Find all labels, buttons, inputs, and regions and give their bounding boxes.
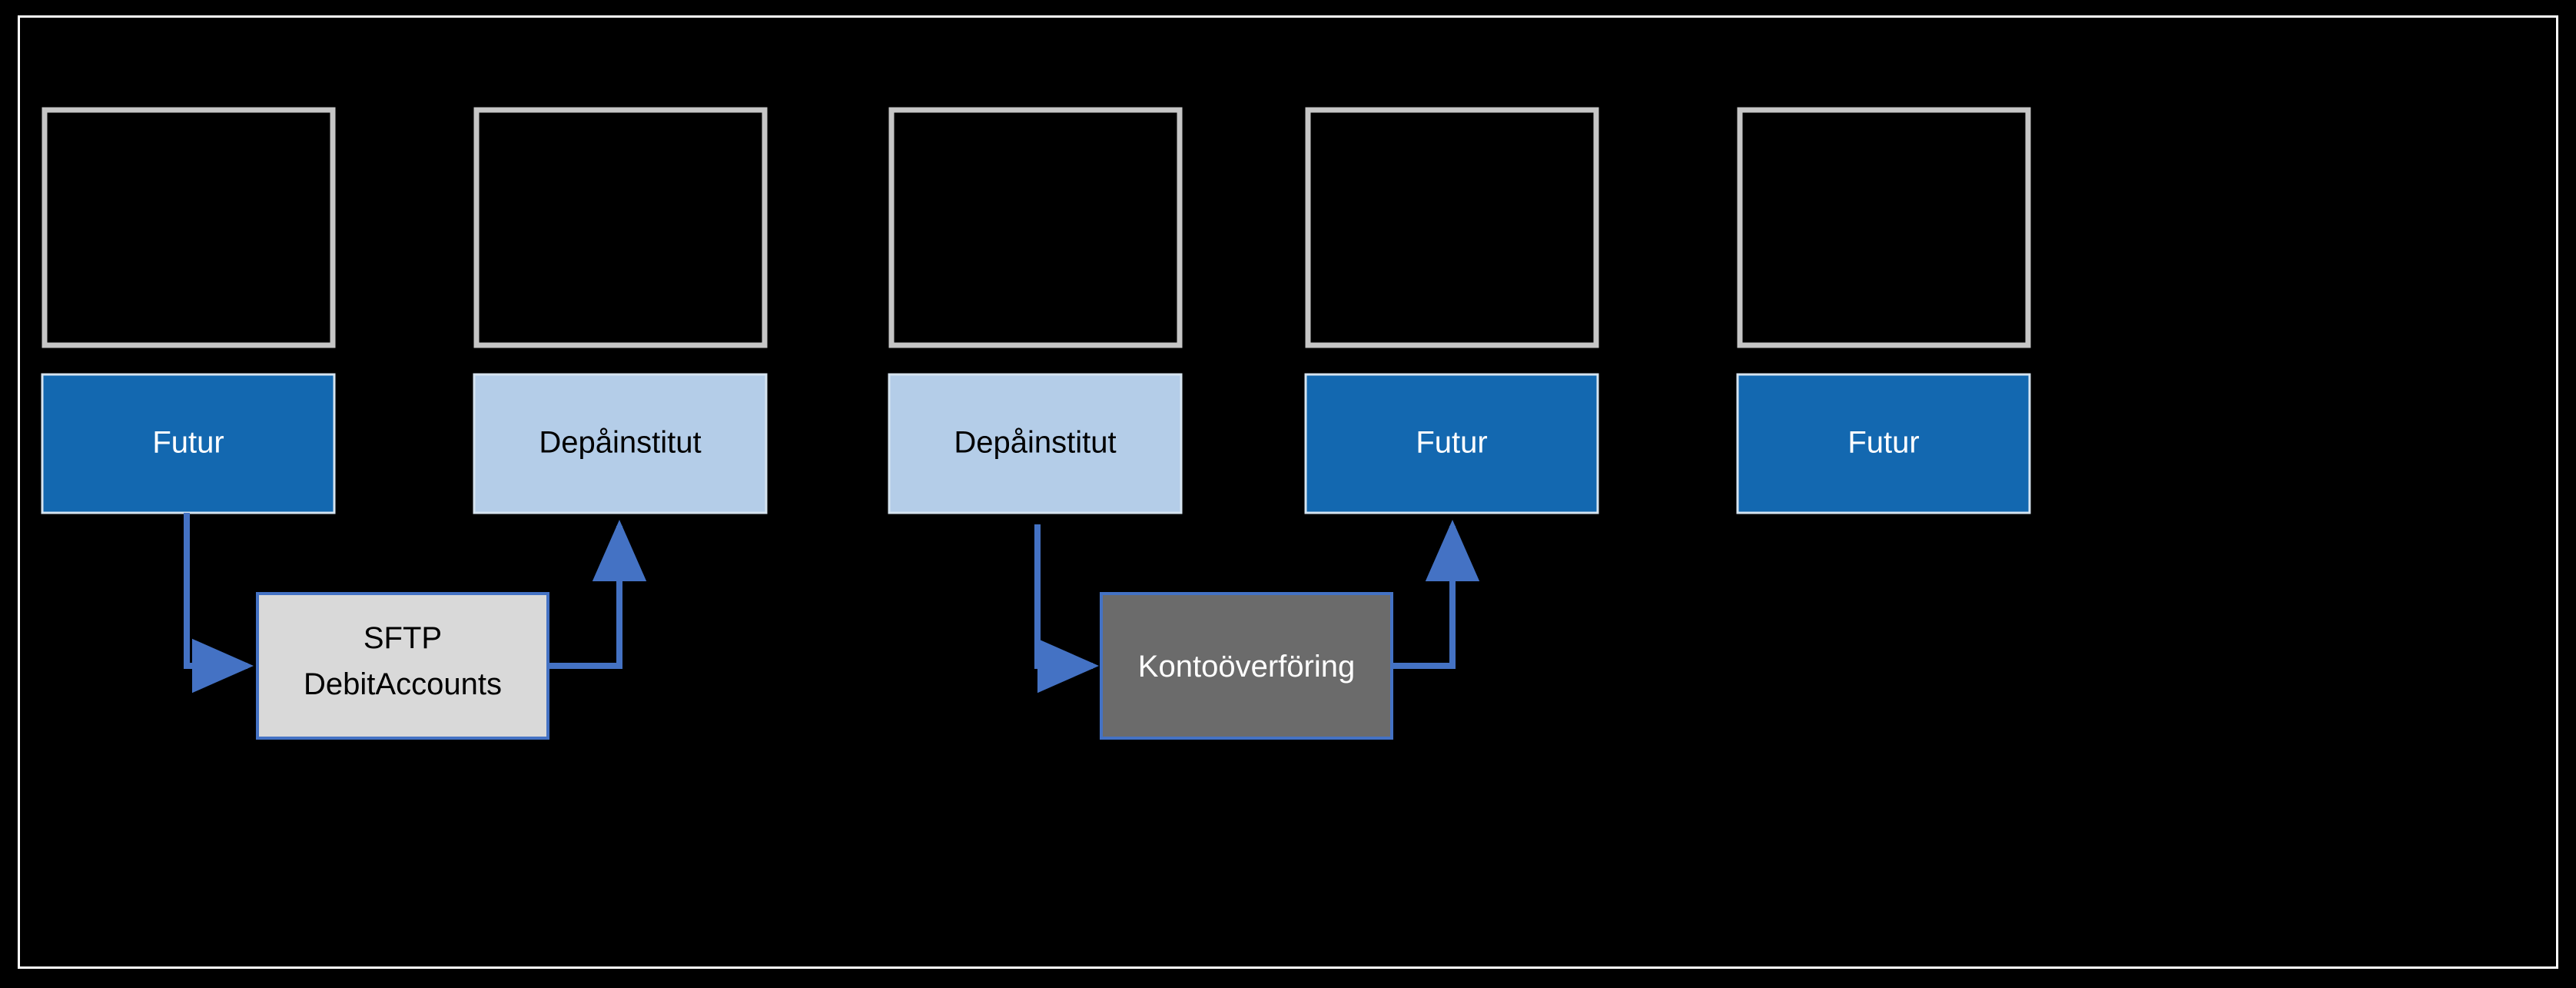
process-row: SFTP DebitAccounts Kontoöverföring: [256, 592, 1393, 740]
actor-futur-3-label: Futur: [1847, 426, 1919, 460]
connector-futur1-to-sftp: [184, 513, 254, 694]
connector-layer: [184, 513, 1480, 694]
actor-futur-2-label: Futur: [1416, 426, 1487, 460]
process-sftp-line-1: SFTP: [363, 621, 442, 655]
process-kontooverforing[interactable]: Kontoöverföring: [1100, 592, 1393, 740]
actor-futur-1-label: Futur: [152, 426, 224, 460]
empty-box-1[interactable]: [41, 107, 336, 348]
process-sftp-debitaccounts[interactable]: SFTP DebitAccounts: [256, 592, 549, 740]
connector-sftp-to-depainstitut1: [548, 520, 647, 669]
actor-futur-1[interactable]: Futur: [41, 373, 336, 514]
placeholder-row: [41, 107, 2031, 348]
actor-futur-2-box[interactable]: [1304, 373, 1599, 514]
actor-futur-3[interactable]: Futur: [1736, 373, 2031, 514]
actor-depainstitut-2-label: Depåinstitut: [954, 426, 1116, 460]
empty-box-2[interactable]: [473, 107, 768, 348]
actor-futur-3-box[interactable]: [1736, 373, 2031, 514]
actor-depainstitut-1-box[interactable]: [473, 373, 768, 514]
actor-futur-2[interactable]: Futur: [1304, 373, 1599, 514]
actor-row: Futur Depåinstitut Depåinstitut Futur Fu…: [41, 373, 2031, 514]
process-sftp-debitaccounts-box[interactable]: [256, 592, 549, 740]
empty-box-4[interactable]: [1305, 107, 1599, 348]
empty-box-5[interactable]: [1737, 107, 2031, 348]
empty-box-3[interactable]: [888, 107, 1183, 348]
process-sftp-line-2: DebitAccounts: [304, 667, 502, 701]
actor-depainstitut-1-label: Depåinstitut: [539, 426, 701, 460]
actor-depainstitut-2-box[interactable]: [888, 373, 1183, 514]
process-kontooverforing-line-1: Kontoöverföring: [1138, 650, 1355, 684]
connector-konto-to-futur2: [1391, 520, 1480, 669]
process-kontooverforing-box[interactable]: [1100, 592, 1393, 740]
actor-depainstitut-2[interactable]: Depåinstitut: [888, 373, 1183, 514]
actor-depainstitut-1[interactable]: Depåinstitut: [473, 373, 768, 514]
connector-depainstitut2-to-konto: [1034, 524, 1099, 694]
